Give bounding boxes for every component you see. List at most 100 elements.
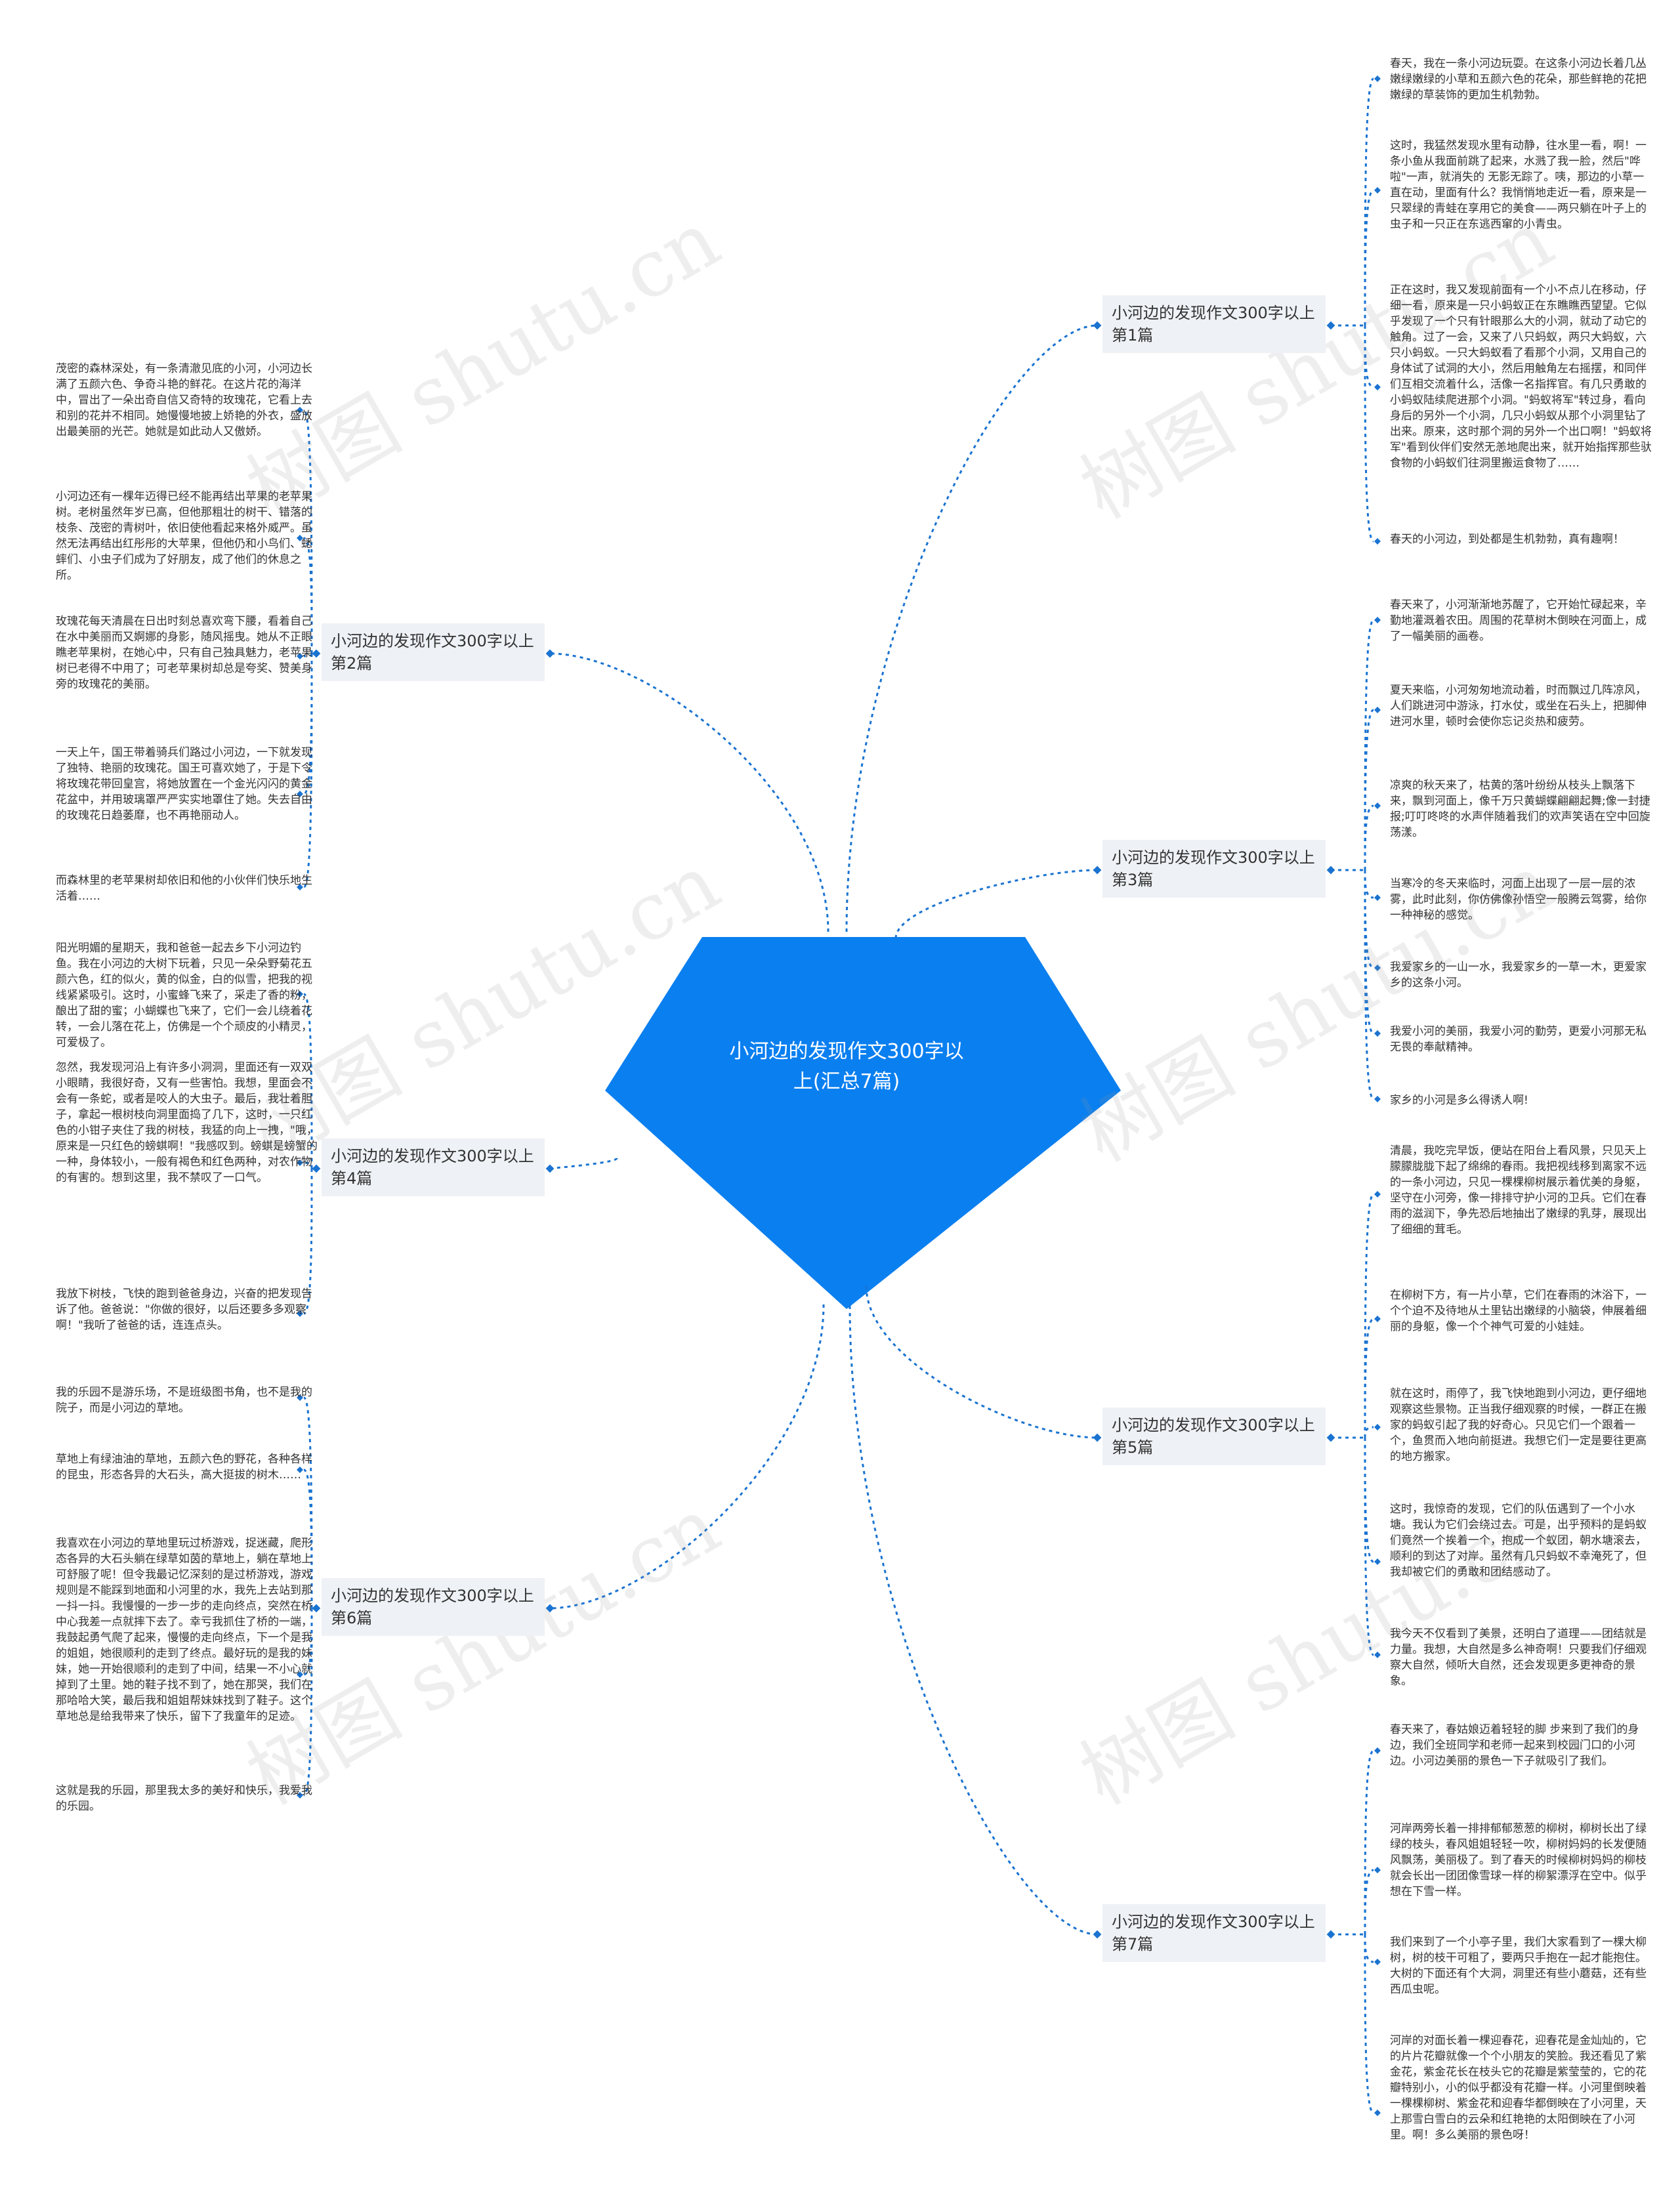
connector-line [1364,1437,1374,1563]
connector-dot [297,653,303,659]
connector-dot [545,649,555,658]
connector-line [1364,1426,1374,1438]
connector-line [303,1161,313,1169]
connector-dot [297,991,303,997]
leaf-text-1-4: 春天的小河边，到处都是生机勃勃，真有趣啊！ [1390,533,1624,546]
connector-line [1364,1437,1374,1656]
branch-node-2[interactable]: 小河边的发现作文300字以上 第2篇 [322,623,545,681]
connector-dot [1374,187,1381,194]
connector-line [549,1157,618,1170]
connector-line [549,652,830,932]
connector-line [303,537,313,654]
connector-line [303,1469,313,1609]
leaf-text-3-7: 家乡的小河是多么得诱人啊! [1390,1094,1528,1107]
branch-node-4[interactable]: 小河边的发现作文300字以上 第4篇 [322,1138,545,1196]
connector-line [1364,325,1374,543]
connector-line [303,1608,313,1797]
connector-line [894,869,1098,939]
connector-line [1364,1749,1374,1935]
connector-line [1364,709,1374,871]
leaf-text-3-4: 当寒冷的冬天来临时，河面上出现了一层一层的浓雾，此时此刻，你仿佛像孙悟空一般腾云… [1390,877,1647,922]
connector-dot [1374,707,1381,713]
connector-dot [1374,1191,1381,1198]
leaf-text-1-3: 正在这时，我又发现前面有一个小不点儿在移动，仔细一看，原来是一只小蚂蚁正在东瞧瞧… [1390,283,1652,470]
connector-line [303,1396,313,1609]
connector-dot [1093,865,1102,875]
connector-dot [545,1604,555,1613]
connector-dot [1374,965,1381,971]
branch-node-7[interactable]: 小河边的发现作文300字以上 第7篇 [1102,1904,1326,1962]
leaf-text-2-5: 而森林里的老苹果树却依旧和他的小伙伴们快乐地生活着…… [56,874,312,903]
connector-dot [1374,894,1381,901]
connector-line [303,653,313,888]
connector-line [1364,189,1374,326]
leaf-text-5-2: 在柳树下方，有一片小草，它们在春雨的沐浴下，一个个迫不及待地从土里钻出嫩绿的小脑… [1390,1289,1647,1333]
leaf-text-2-1: 茂密的森林深处，有一条清澈见底的小河，小河边长满了五颜六色、争奇斗艳的鲜花。在这… [56,362,312,438]
connector-dot [297,1467,303,1473]
leaf-text-1-2: 这时，我猛然发现水里有动静，往水里一看，啊！一条小鱼从我面前跳了起来，水溅了我一… [1390,139,1647,231]
leaf-text-6-3: 我喜欢在小河边的草地里玩过桥游戏，捉迷藏，爬形态各异的大石头躺在绿草如茵的草地上… [56,1537,312,1723]
connector-line [1364,804,1374,871]
connector-dot [297,1671,303,1678]
connector-dot [1374,538,1381,545]
leaf-text-5-1: 清晨，我吃完早饭，便站在阳台上看风景，只见天上朦朦胧胧下起了绵绵的春雨。我把视线… [1390,1144,1647,1236]
connector-dot [1374,1558,1381,1565]
leaf-text-7-1: 春天来了，春姑娘迈着轻轻的脚 步来到了我们的身边，我们全班同学和老师一起来到校园… [1390,1723,1639,1768]
leaf-text-4-1: 阳光明媚的星期天，我和爸爸一起去乡下小河边钓鱼。我在小河边的大树下玩着，只见一朵… [56,942,312,1049]
link-group [297,75,1381,2116]
leaf-text-4-3: 我放下树枝，飞快的跑到爸爸身边，兴奋的把发现告诉了他。爸爸说："你做的很好，以后… [56,1287,312,1332]
connector-dot [1374,1030,1381,1037]
connector-dot [1374,1747,1381,1754]
leaf-text-6-2: 草地上有绿油油的草地，五颜六色的野花，各种各样的昆虫，形态各异的大石头，高大挺拔… [56,1453,312,1482]
leaf-text-7-3: 我们来到了一个小亭子里，我们大家看到了一棵大柳树，树的枝干可粗了，要两只手抱在一… [1390,1936,1647,1996]
center-title: 小河边的发现作文300字以上(汇总7篇) [729,1040,964,1093]
connector-dot [1374,1652,1381,1658]
center-diamond [605,937,1121,1309]
leaf-text-6-1: 我的乐园不是游乐场，不是班级图书角，也不是我的院子，而是小河边的草地。 [56,1386,312,1415]
connector-dot [297,1159,303,1166]
connector-dot [1374,1096,1381,1102]
connector-dot [297,535,303,541]
leaf-text-3-1: 春天来了，小河渐渐地苏醒了，它开始忙碌起来，辛勤地灌溉着农田。周围的花草树木倒映… [1390,598,1647,643]
connector-dot [297,1394,303,1401]
connector-dot [1374,1316,1381,1322]
branch-node-3[interactable]: 小河边的发现作文300字以上 第3篇 [1102,840,1326,898]
leaf-text-2-2: 小河边还有一棵年迈得已经不能再结出苹果的老苹果树。老树虽然年岁已高，但他那粗壮的… [56,490,312,582]
connector-line [1364,77,1374,326]
leaf-text-1-1: 春天，我在一条小河边玩耍。在这条小河边长着几丛嫩绿嫩绿的小草和五颜六色的花朵，那… [1390,57,1647,102]
connector-dot [1374,2110,1381,2116]
leaf-text-2-4: 一天上午，国王带着骑兵们路过小河边，一下就发现了独特、艳丽的玫瑰花。国王可喜欢她… [56,746,312,822]
connector-dot [1374,384,1381,390]
leaf-text-5-3: 就在这时，雨停了，我飞快地跑到小河边，更仔细地观察这些景物。正当我仔细观察的时候… [1390,1387,1647,1463]
connector-dot [1374,617,1381,623]
connector-line [1364,1318,1374,1438]
connector-line [549,1304,825,1610]
connector-line [1364,1934,1374,2114]
connector-line [849,1305,1098,1936]
branch-node-5[interactable]: 小河边的发现作文300字以上 第5篇 [1102,1407,1326,1465]
leaf-text-6-4: 这就是我的乐园，那里我太多的美好和快乐，我爱我的乐园。 [56,1784,312,1813]
connector-line [1364,869,1374,899]
connector-dot [1093,321,1102,330]
connector-dot [297,1310,303,1317]
connector-line [845,324,1098,932]
connector-dot [545,1164,555,1173]
connector-line [1364,325,1374,388]
branch-node-1[interactable]: 小河边的发现作文300字以上 第1篇 [1102,295,1326,353]
branch-node-6[interactable]: 小河边的发现作文300字以上 第6篇 [322,1578,545,1636]
leaf-text-7-2: 河岸两旁长着一排排郁郁葱葱的柳树，柳树长出了绿绿的枝头，春风姐姐轻轻一吹，柳树妈… [1390,1822,1647,1898]
connector-dot [1374,1424,1381,1430]
connector-line [1364,869,1374,1100]
connector-line [1364,1934,1374,1963]
connector-dot [297,884,303,890]
leaf-text-7-4: 河岸的对面长着一棵迎春花，迎春花是金灿灿的，它的片片花瓣就像一个个小朋友的笑脸。… [1390,2034,1647,2142]
connector-dot [1374,1867,1381,1873]
leaf-text-5-5: 我今天不仅看到了美景，还明白了道理——团结就是力量。我想，大自然是多么神奇啊！只… [1390,1627,1647,1688]
leaf-text-5-4: 这时，我惊奇的发现，它们的队伍遇到了一个小水塘。我认为它们会绕过去。可是，出乎预… [1390,1503,1647,1579]
connector-dot [297,791,303,797]
connector-line [865,1285,1098,1439]
connector-line [1364,1869,1374,1935]
leaf-text-2-3: 玫瑰花每天清晨在日出时刻总喜欢弯下腰，看着自己在水中美丽而又婀娜的身影，随风摇曳… [56,615,312,691]
connector-dot [1374,802,1381,809]
